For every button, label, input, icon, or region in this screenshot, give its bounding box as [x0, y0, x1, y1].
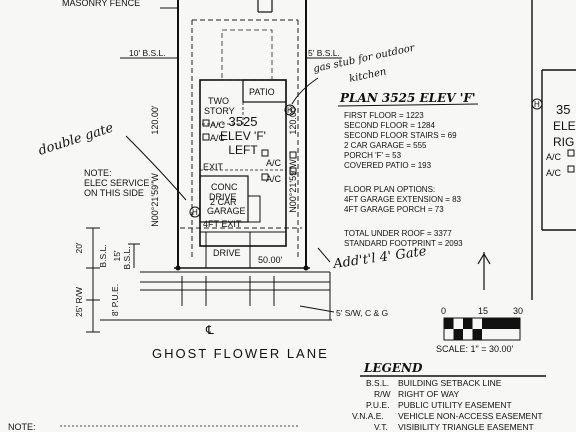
ac-label-3: A/C	[266, 158, 282, 168]
svg-text:15: 15	[478, 306, 488, 316]
plan-number-label: 3525	[229, 114, 258, 129]
svg-text:35: 35	[556, 102, 570, 117]
hose-bib-marker-1: H	[284, 104, 296, 116]
svg-text:FIRST FLOOR = 1223: FIRST FLOOR = 1223	[344, 111, 424, 120]
svg-text:FLOOR PLAN OPTIONS:: FLOOR PLAN OPTIONS:	[344, 185, 435, 194]
right-bearing-label: N00°21'59"W	[288, 159, 298, 213]
svg-text:PORCH 'F' = 53: PORCH 'F' = 53	[344, 151, 402, 160]
svg-text:0: 0	[441, 306, 446, 316]
svg-text:B.S.L.: B.S.L.	[366, 378, 389, 388]
sidewalk-label: 5' S/W, C & G	[336, 308, 388, 318]
driveway	[205, 232, 251, 268]
lot-boundary	[174, 0, 310, 271]
svg-text:STANDARD FOOTPRINT = 2093: STANDARD FOOTPRINT = 2093	[344, 239, 463, 248]
svg-text:COVERED PATIO = 193: COVERED PATIO = 193	[344, 161, 432, 170]
masonry-fence-label: MASONRY FENCE	[62, 0, 140, 8]
legend-title: LEGEND	[363, 361, 423, 375]
svg-text:V.N.A.E.: V.N.A.E.	[352, 411, 384, 421]
conc-drive-label-1: CONC	[211, 182, 238, 192]
svg-text:TOTAL UNDER ROOF = 3377: TOTAL UNDER ROOF = 3377	[344, 229, 452, 238]
garage-exit-label: 4FT EXIT	[203, 219, 242, 229]
svg-text:NOTE:: NOTE:	[84, 168, 112, 178]
plan-info-title: PLAN 3525 ELEV 'F'	[339, 91, 476, 105]
house-footprint	[199, 29, 297, 247]
right-depth-label: 120.00'	[288, 105, 298, 135]
svg-text:VISIBILITY TRIANGLE EASEMENT: VISIBILITY TRIANGLE EASEMENT	[398, 422, 534, 432]
two-story-label-1: TWO	[208, 96, 229, 106]
svg-text:H: H	[534, 100, 540, 109]
two-story-label-2: STORY	[204, 106, 235, 116]
hose-bib-marker-2: H	[189, 206, 201, 218]
svg-text:2 CAR GARAGE = 555: 2 CAR GARAGE = 555	[344, 141, 427, 150]
svg-text:VEHICLE NON-ACCESS EASEMENT: VEHICLE NON-ACCESS EASEMENT	[398, 411, 543, 421]
drive-label: DRIVE	[213, 248, 241, 258]
legend: LEGEND B.S.L. BUILDING SETBACK LINE R/W …	[352, 361, 546, 432]
front-dimension-label: 50.00'	[258, 255, 283, 265]
svg-text:25' R/W: 25' R/W	[74, 287, 84, 317]
exit-label: EXIT	[203, 162, 224, 172]
svg-text:B.S.L.: B.S.L.	[98, 244, 108, 267]
svg-text:H: H	[287, 106, 293, 115]
bottom-note-label: NOTE:	[8, 422, 36, 432]
adjacent-lot: 35 ELEV RIG A/C A/C	[531, 0, 576, 300]
svg-text:ON THIS SIDE: ON THIS SIDE	[84, 188, 144, 198]
svg-text:RIGHT OF WAY: RIGHT OF WAY	[398, 389, 460, 399]
svg-text:ELEC SERVICE: ELEC SERVICE	[84, 178, 149, 188]
left-bearing-label: N00°21'59"W	[150, 173, 160, 227]
right-setback-label: 5' B.S.L.	[308, 48, 340, 58]
street-name: GHOST FLOWER LANE	[152, 346, 329, 361]
svg-text:H: H	[192, 208, 198, 217]
patio-label: PATIO	[249, 87, 275, 97]
left-setback-label: 10' B.S.L.	[129, 48, 166, 58]
svg-text:P.U.E.: P.U.E.	[366, 400, 389, 410]
ac-label-2: A/C	[210, 133, 226, 143]
ac-label-1: A/C	[210, 120, 226, 130]
svg-text:8' P.U.E.: 8' P.U.E.	[110, 284, 120, 316]
svg-text:BUILDING SETBACK LINE: BUILDING SETBACK LINE	[398, 378, 502, 388]
svg-text:SCALE: 1" = 30.00': SCALE: 1" = 30.00'	[436, 344, 513, 354]
electrical-note: NOTE: ELEC SERVICE ON THIS SIDE	[84, 168, 149, 198]
front-dimensions: 20' B.S.L. 15' B.S.L. 8' P.U.E. 25' R/W	[74, 227, 140, 333]
svg-text:B.S.L.: B.S.L.	[122, 246, 132, 269]
svg-text:RIG: RIG	[553, 135, 574, 149]
svg-text:4FT GARAGE EXTENSION = 83: 4FT GARAGE EXTENSION = 83	[344, 195, 462, 204]
svg-text:4FT GARAGE PORCH = 73: 4FT GARAGE PORCH = 73	[344, 205, 444, 214]
left-depth-label: 120.00'	[150, 105, 160, 135]
svg-text:A/C: A/C	[546, 152, 562, 162]
svg-text:PUBLIC UTILITY EASEMENT: PUBLIC UTILITY EASEMENT	[398, 400, 512, 410]
svg-text:ELEV: ELEV	[553, 119, 576, 133]
conc-drive-label-2: DRIVE	[209, 192, 237, 202]
svg-text:V.T.: V.T.	[374, 422, 388, 432]
svg-text:SECOND FLOOR = 1284: SECOND FLOOR = 1284	[344, 121, 435, 130]
svg-text:A/C: A/C	[546, 168, 562, 178]
svg-text:20': 20'	[74, 242, 84, 253]
handing-label: LEFT	[228, 143, 258, 157]
svg-text:15': 15'	[112, 250, 122, 261]
garage-label-1: 2 CAR	[210, 197, 237, 207]
svg-text:30: 30	[513, 306, 523, 316]
plan-info-block: PLAN 3525 ELEV 'F' FIRST FLOOR = 1223 SE…	[337, 91, 479, 248]
garage-label-2: GARAGE	[207, 206, 246, 216]
centerline-symbol: ℄	[205, 323, 214, 337]
ac-label-4: A/C	[266, 174, 282, 184]
masonry-fence: MASONRY FENCE	[62, 0, 178, 9]
elevation-label: ELEV 'F'	[220, 129, 266, 143]
scale-bar: 0 15 30 SCALE: 1" = 30.00'	[436, 306, 523, 354]
svg-text:SECOND FLOOR STAIRS = 69: SECOND FLOOR STAIRS = 69	[344, 131, 457, 140]
street: 5' S/W, C & G ℄ GHOST FLOWER LANE	[100, 271, 388, 361]
north-arrow	[477, 252, 491, 290]
svg-text:R/W: R/W	[374, 389, 391, 399]
